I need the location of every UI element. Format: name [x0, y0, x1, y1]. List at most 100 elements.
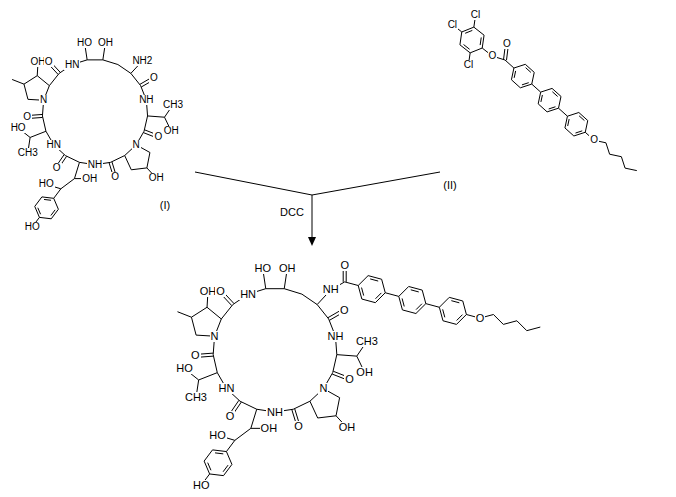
atom-label: O	[502, 39, 512, 49]
bond	[503, 321, 517, 325]
bond	[457, 315, 467, 325]
bond	[317, 305, 329, 319]
bond	[240, 401, 257, 409]
bond	[293, 401, 310, 409]
atom-label: OH	[148, 173, 165, 183]
bond	[221, 305, 233, 319]
atom-label: NH2	[131, 56, 153, 66]
bond	[579, 116, 584, 121]
atom-label: O	[488, 51, 498, 61]
atom-label: O	[190, 350, 201, 361]
bond	[44, 199, 51, 201]
bond	[375, 293, 381, 299]
bond	[538, 92, 540, 104]
bond	[375, 293, 385, 303]
bond	[525, 64, 534, 72]
bond	[177, 312, 191, 317]
reaction-line	[312, 172, 440, 195]
bond	[333, 355, 337, 373]
bond	[199, 373, 218, 380]
atom-label: CH3	[162, 100, 184, 110]
bond	[42, 197, 54, 198]
atom-label: O	[475, 313, 486, 324]
bond	[61, 179, 75, 189]
bond	[337, 355, 357, 356]
bond	[54, 189, 61, 199]
bond	[426, 304, 440, 308]
atom-label: HO	[254, 263, 273, 274]
bond	[465, 30, 472, 33]
bond	[210, 474, 224, 476]
atom-label: O	[589, 135, 599, 145]
bond	[266, 288, 284, 289]
bond	[462, 27, 474, 32]
atom-label: HO	[76, 38, 93, 48]
atom-label: O	[293, 421, 304, 432]
bond	[511, 80, 520, 88]
atom-label: OH	[338, 422, 357, 433]
bond	[118, 65, 131, 74]
bond	[302, 294, 317, 304]
bond	[131, 168, 147, 170]
bond	[449, 297, 463, 301]
bond	[532, 84, 541, 92]
bond	[402, 310, 416, 314]
bond	[30, 131, 46, 137]
atom-label: DCC	[279, 207, 305, 218]
atom-label: O	[22, 112, 32, 122]
bond	[625, 168, 637, 170]
bond	[39, 217, 51, 218]
atom-label: N	[318, 383, 328, 394]
bond	[191, 317, 196, 335]
atom-label: CH3	[355, 336, 379, 347]
bond	[87, 59, 103, 60]
bond	[54, 198, 59, 209]
atom-label: HN	[218, 383, 236, 394]
atom-label: HO	[175, 363, 194, 374]
bond	[111, 156, 125, 163]
atom-label: Cl	[463, 60, 474, 70]
bond	[482, 35, 484, 48]
bond	[538, 104, 547, 112]
bond	[565, 128, 574, 136]
bond	[103, 60, 118, 65]
bond	[511, 68, 513, 80]
bond	[621, 157, 625, 168]
bond	[416, 304, 426, 314]
bond	[148, 116, 165, 117]
bond	[37, 76, 49, 86]
atom-label: O	[52, 163, 62, 173]
bond	[559, 108, 568, 116]
atom-label: HN	[239, 289, 257, 300]
bond	[463, 301, 467, 315]
bond	[24, 76, 37, 84]
atom-label: O	[215, 286, 226, 297]
bond	[522, 83, 529, 85]
atom-label: HO	[10, 123, 27, 133]
bond	[49, 73, 59, 85]
bond	[439, 297, 449, 307]
bond	[385, 293, 399, 297]
bond	[370, 279, 378, 281]
bond	[460, 32, 462, 45]
bond	[336, 398, 340, 416]
atom-label: Cl	[447, 20, 458, 30]
bond	[464, 45, 470, 50]
bond	[409, 286, 423, 290]
atom-label: NH	[266, 407, 284, 418]
atom-label: HO	[208, 430, 227, 441]
atom-label: NH	[327, 331, 345, 342]
atom-label: O	[44, 57, 54, 67]
atom-label: N	[210, 331, 220, 342]
bond	[223, 465, 228, 472]
atom-label: O	[153, 132, 163, 142]
bond	[565, 116, 567, 128]
atom-label: OH	[81, 174, 98, 184]
bond	[208, 463, 211, 471]
bond	[443, 321, 457, 325]
bond	[12, 79, 24, 84]
bond	[422, 290, 426, 304]
bond	[345, 282, 359, 286]
